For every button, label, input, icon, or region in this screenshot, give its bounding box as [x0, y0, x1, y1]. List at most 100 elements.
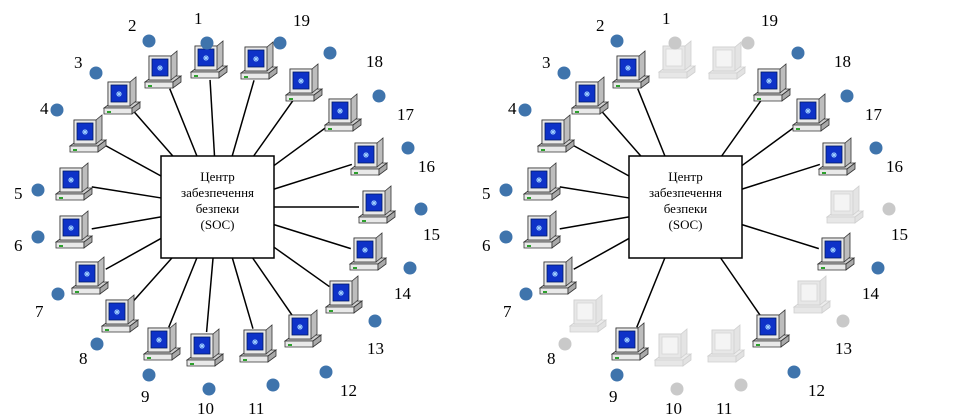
status-dot-16: [401, 141, 415, 155]
status-dot-13: [368, 314, 382, 328]
soc-label-line-2: забезпечення: [649, 185, 722, 200]
computer-icon-19-inactive: [707, 41, 747, 80]
computer-icon-13-active: [324, 275, 364, 314]
status-dot-4: [50, 103, 64, 117]
node-number-10: 10: [197, 399, 214, 415]
status-dot-11: [734, 378, 748, 392]
status-dot-3: [557, 66, 571, 80]
node-number-12: 12: [340, 381, 357, 400]
soc-label-line-3: безпеки: [664, 201, 708, 216]
status-dot-10: [202, 382, 216, 396]
node-number-5: 5: [482, 184, 491, 203]
link-line-18: [253, 99, 295, 157]
node-number-8: 8: [547, 349, 556, 368]
computer-icon-13-inactive: [792, 275, 832, 314]
status-dot-7: [519, 287, 533, 301]
node-number-18: 18: [366, 52, 383, 71]
link-line-4: [571, 143, 630, 177]
node-number-15: 15: [423, 225, 440, 244]
status-dot-8: [90, 337, 104, 351]
node-number-3: 3: [74, 53, 83, 72]
status-dot-15: [414, 202, 428, 216]
node-number-19: 19: [761, 11, 778, 30]
node-number-2: 2: [128, 16, 137, 35]
node-number-1: 1: [662, 9, 671, 28]
status-dot-7: [51, 287, 65, 301]
node-number-14: 14: [394, 284, 412, 303]
computer-icon-5-active: [522, 162, 562, 201]
computer-icon-4-active: [536, 114, 576, 153]
node-number-1: 1: [194, 9, 203, 28]
status-dot-1: [668, 36, 682, 50]
computer-icon-6-active: [54, 210, 94, 249]
link-line-6: [91, 216, 162, 230]
link-line-14: [741, 223, 820, 250]
soc-label-line-2: забезпечення: [181, 185, 254, 200]
status-dot-9: [610, 368, 624, 382]
computer-icon-18-active: [284, 63, 324, 102]
status-dot-14: [871, 261, 885, 275]
link-line-17: [741, 125, 797, 167]
link-line-1: [209, 79, 216, 157]
soc-center-box: [160, 155, 275, 259]
link-line-3: [133, 111, 174, 157]
status-dot-16: [869, 141, 883, 155]
link-line-11: [231, 257, 254, 329]
node-number-19: 19: [293, 11, 310, 30]
link-line-12: [720, 257, 762, 317]
computer-icon-14-active: [348, 232, 388, 271]
link-line-14: [273, 223, 352, 250]
status-dot-6: [499, 230, 513, 244]
link-line-7: [105, 237, 162, 270]
node-number-17: 17: [397, 105, 415, 124]
node-number-11: 11: [716, 399, 732, 415]
computer-icon-19-active: [239, 41, 279, 80]
status-dot-12: [319, 365, 333, 379]
link-line-9: [168, 257, 198, 328]
node-number-5: 5: [14, 184, 23, 203]
status-dot-18: [791, 46, 805, 60]
link-line-12: [252, 257, 294, 317]
status-dot-19: [741, 36, 755, 50]
node-number-13: 13: [835, 339, 852, 358]
status-dot-6: [31, 230, 45, 244]
status-dot-4: [518, 103, 532, 117]
link-line-16: [273, 163, 353, 190]
status-dot-2: [610, 34, 624, 48]
link-line-13: [273, 246, 330, 288]
computer-icon-17-active: [323, 93, 363, 132]
status-dot-8: [558, 337, 572, 351]
node-number-12: 12: [808, 381, 825, 400]
link-line-2: [637, 88, 666, 157]
computer-icon-15-inactive: [825, 185, 865, 224]
link-line-16: [741, 163, 821, 190]
computer-icon-11-active: [238, 324, 278, 363]
computer-icon-5-active: [54, 162, 94, 201]
node-number-15: 15: [891, 225, 908, 244]
status-dot-19: [273, 36, 287, 50]
node-number-11: 11: [248, 399, 264, 415]
computer-icon-3-active: [102, 76, 142, 115]
node-number-4: 4: [508, 99, 517, 118]
node-number-6: 6: [482, 236, 491, 255]
node-number-4: 4: [40, 99, 49, 118]
soc-diagram-all-active: Центрзабезпеченнябезпеки(SOC)12345678910…: [14, 9, 440, 418]
computer-icon-4-active: [68, 114, 108, 153]
node-number-7: 7: [35, 302, 44, 321]
computer-icon-14-active: [816, 232, 856, 271]
link-line-8: [131, 257, 173, 304]
link-line-7: [573, 237, 630, 270]
computer-icon-7-active: [70, 256, 110, 295]
computer-icon-8-inactive: [568, 294, 608, 333]
status-dot-9: [142, 368, 156, 382]
link-line-6: [559, 216, 630, 230]
status-dot-5: [31, 183, 45, 197]
node-number-8: 8: [79, 349, 88, 368]
node-number-13: 13: [367, 339, 384, 358]
link-line-19: [231, 80, 255, 157]
node-number-16: 16: [418, 157, 435, 176]
node-number-10: 10: [665, 399, 682, 415]
status-dot-15: [882, 202, 896, 216]
